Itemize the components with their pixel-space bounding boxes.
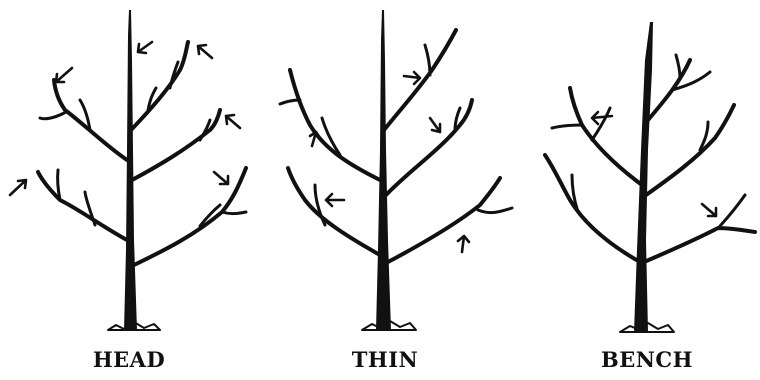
trunk <box>634 22 653 332</box>
cut-arrow-icon <box>326 194 344 206</box>
trunk <box>124 10 137 330</box>
cut-arrow-icon <box>404 72 420 84</box>
tree-head <box>10 10 246 330</box>
tree-thin <box>280 10 512 330</box>
cut-arrow-icon <box>138 42 152 53</box>
panel-label-head: HEAD <box>29 347 229 372</box>
cut-arrow-icon <box>226 115 240 128</box>
cut-arrow-icon <box>702 204 716 216</box>
tree-bench <box>545 22 755 332</box>
panel-label-bench: BENCH <box>547 347 747 372</box>
cut-arrow-icon <box>214 172 228 184</box>
cut-arrow-icon <box>10 180 26 195</box>
trunk <box>376 10 391 330</box>
panel-label-thin: THIN <box>285 347 485 372</box>
cut-arrow-icon <box>458 236 469 252</box>
cut-arrow-icon <box>430 118 440 132</box>
cut-arrow-icon <box>198 45 212 58</box>
cut-arrow-icon <box>56 68 72 82</box>
